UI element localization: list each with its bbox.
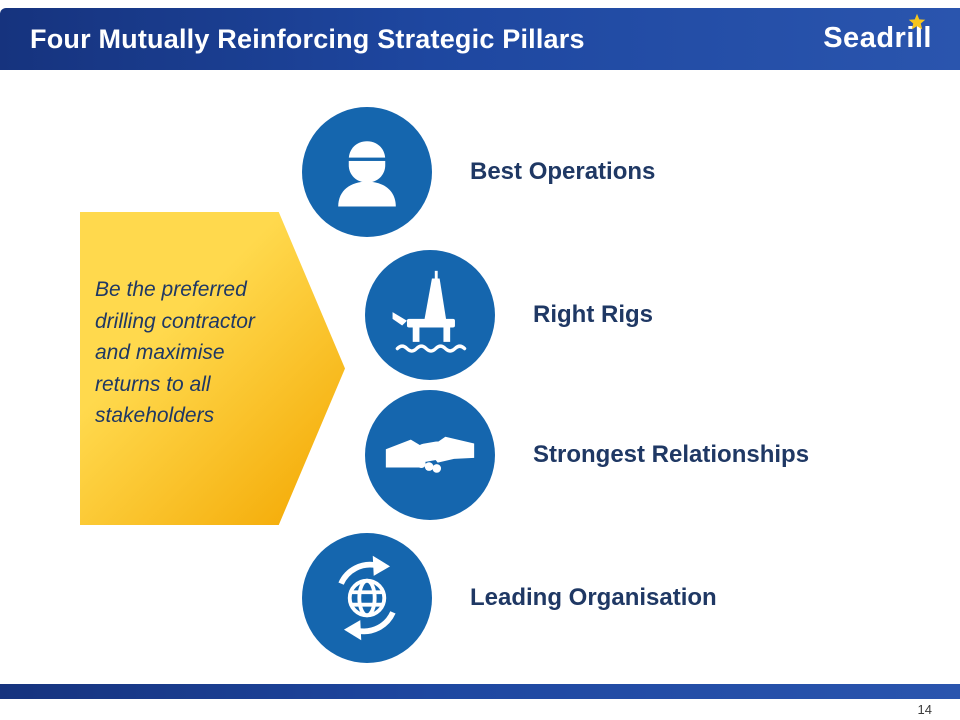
pillar-row-best-operations: Best Operations [302,107,655,237]
rig-icon [392,270,467,353]
page-title: Four Mutually Reinforcing Strategic Pill… [30,23,585,54]
seadrill-logo: Seadrill [823,13,932,55]
pillar-row-leading-organisation: Leading Organisation [302,533,717,663]
pillar-label-best-operations: Best Operations [470,158,656,185]
page-number: 14 [917,702,932,717]
star-icon [908,13,926,30]
pillar-circle [365,390,495,520]
worker-icon [338,141,396,207]
globe-icon [338,555,396,641]
pillar-circle [302,107,432,237]
mission-text: Be the preferred drilling contractor and… [95,278,255,427]
footer-bar [0,684,960,699]
mission-arrow: Be the preferred drilling contractor and… [80,212,345,525]
pillar-row-strongest-relationships: Strongest Relationships [365,390,809,520]
pillar-circle [365,250,495,380]
pillar-row-right-rigs: Right Rigs [365,250,653,380]
pillar-label-strongest-relationships: Strongest Relationships [533,441,810,468]
pillar-circle [302,533,432,663]
handshake-icon [385,436,475,473]
pillar-label-leading-organisation: Leading Organisation [470,584,717,611]
header-bar: Four Mutually Reinforcing Strategic Pill… [0,8,960,70]
pillar-label-right-rigs: Right Rigs [533,301,653,328]
